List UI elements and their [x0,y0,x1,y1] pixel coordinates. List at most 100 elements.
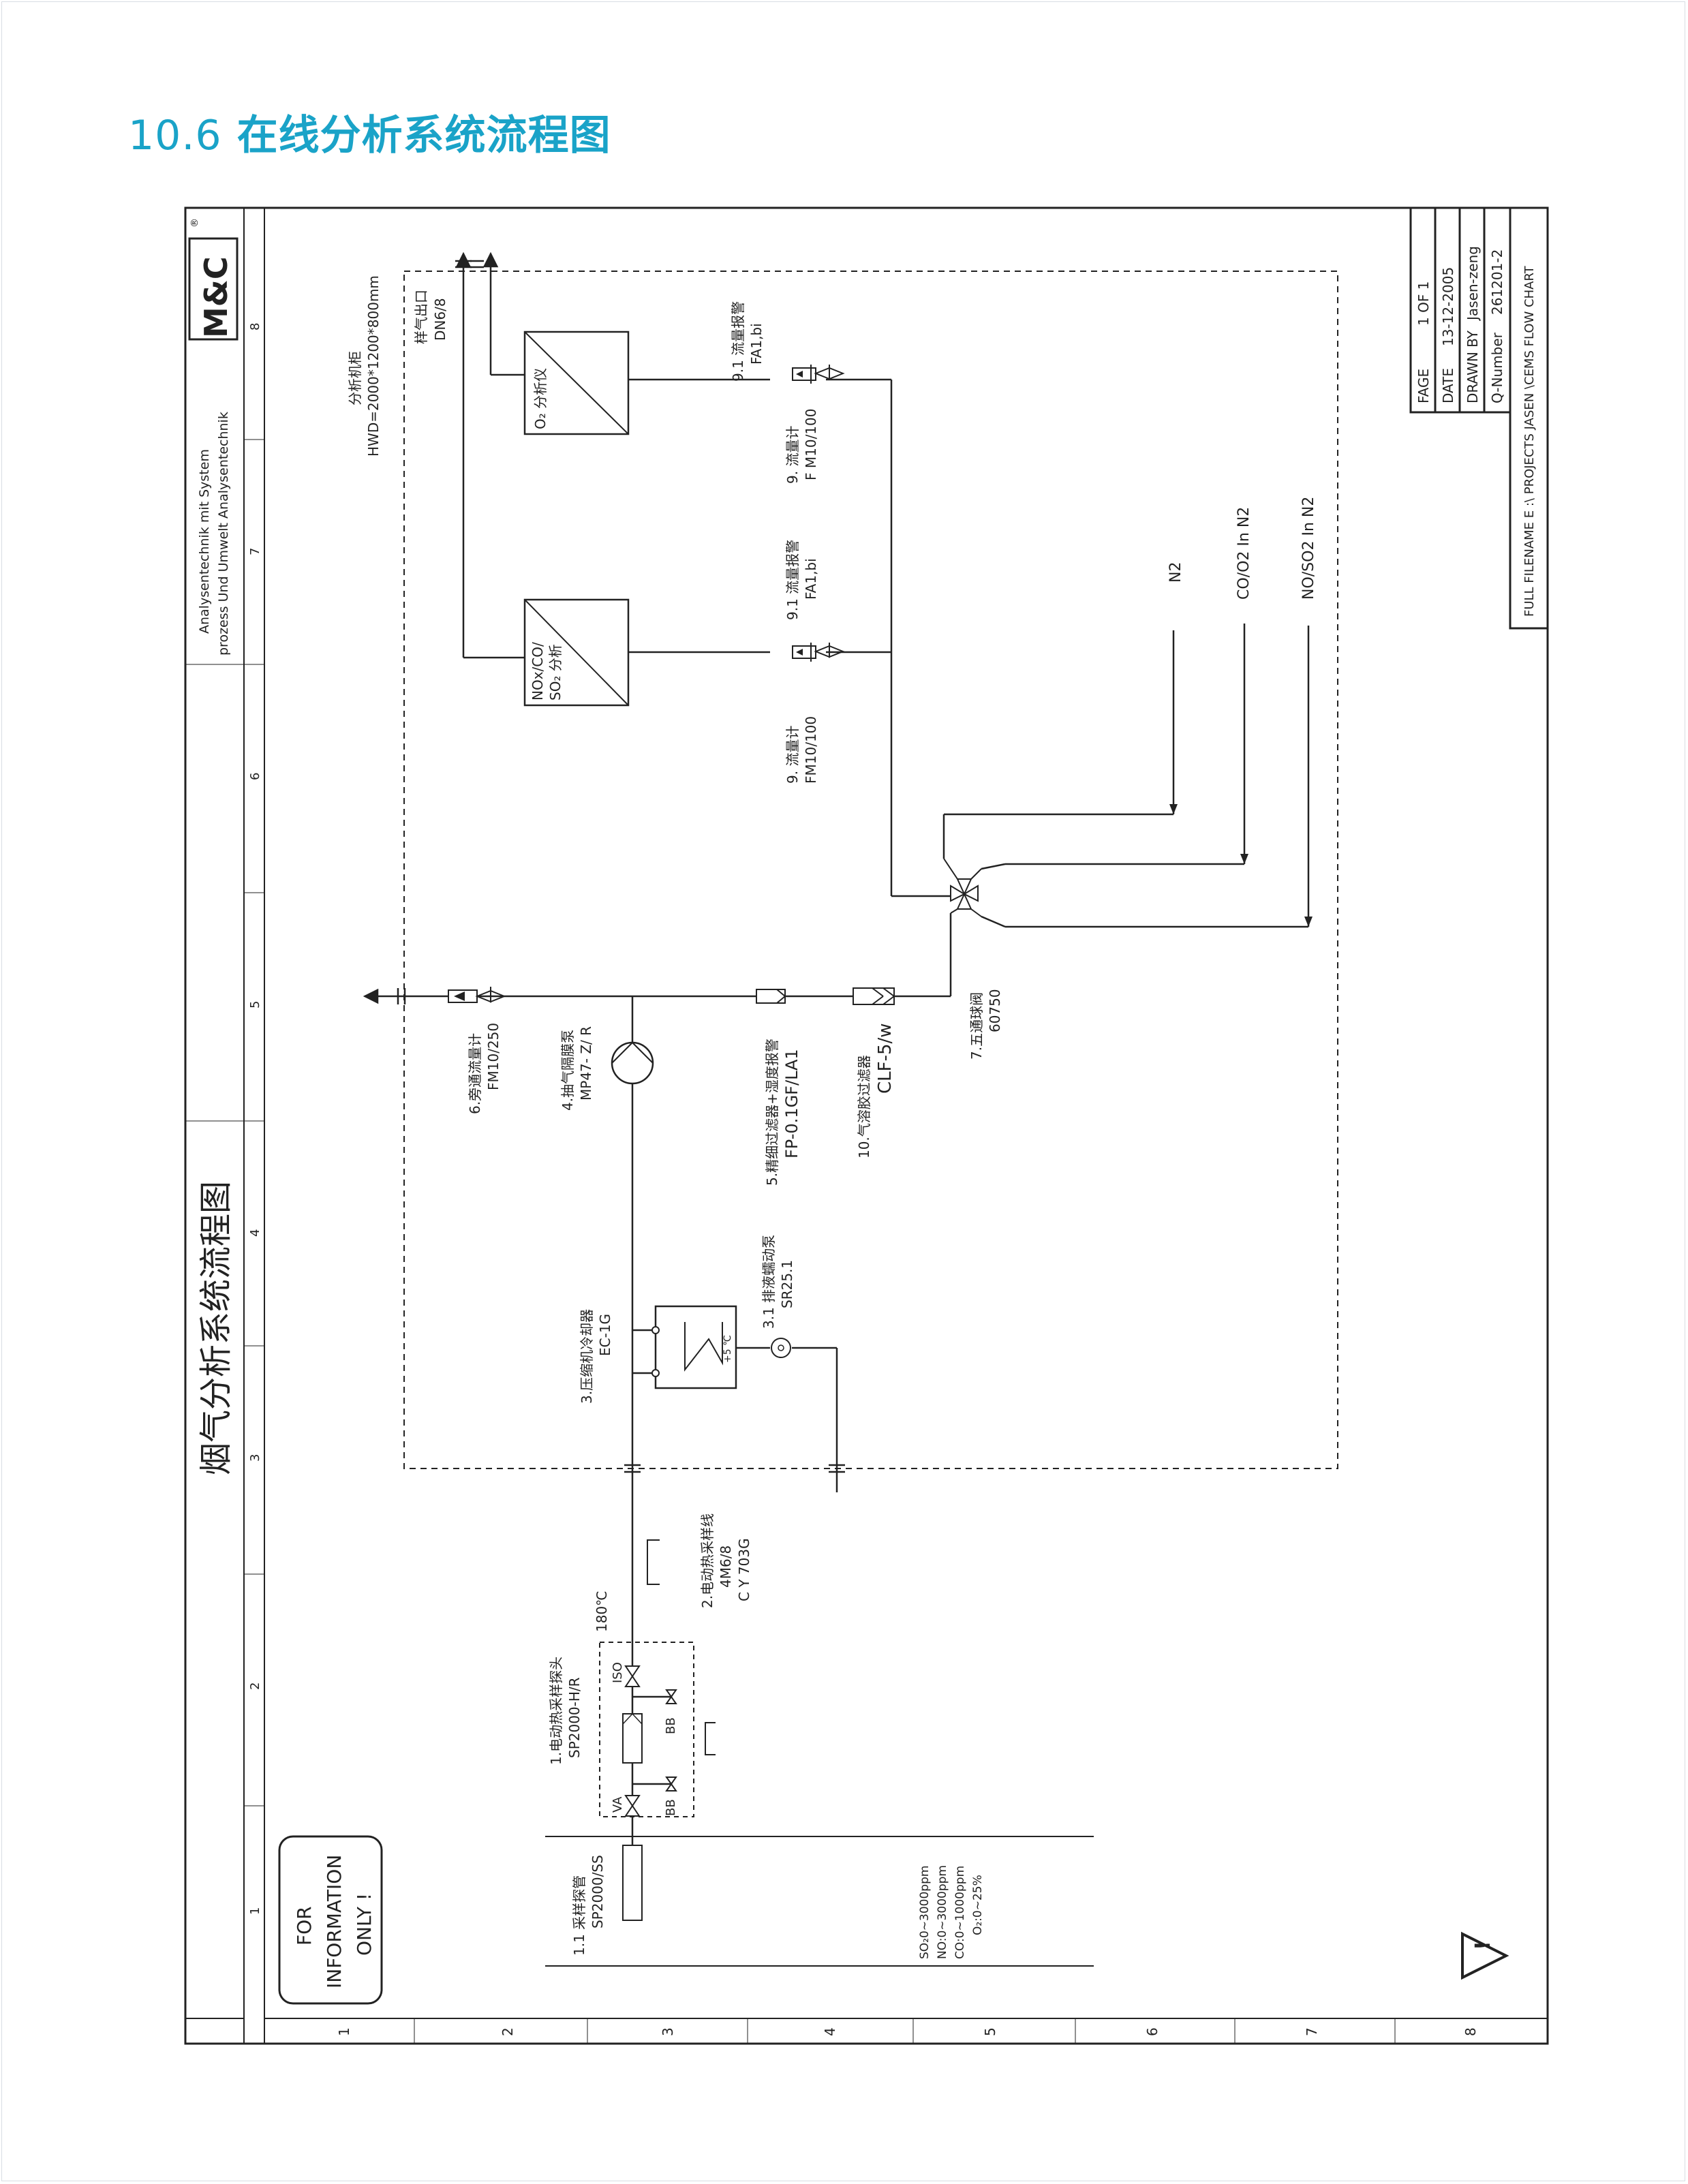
grid-number: 8 [1462,2027,1479,2036]
flow-alarm-b: 9.1 流量报警 FA1,bi 9. 流量计 FM10/100 [784,540,845,784]
info-stamp-line2: INFORMATION [323,1855,346,1988]
svg-text:!: ! [1471,1941,1495,1950]
o2-analyzer: O₂ 分析仪 [523,330,630,435]
info-stamp: FOR INFORMATION ONLY ! [278,1835,383,2005]
aerosol-filter: 10.气溶胶过滤器 CLF-5/w [853,987,895,1158]
piping [363,251,1310,1813]
company-line1: Analysentechnik mit System [197,449,212,634]
flow-meter-a-name: 9. 流量计 [784,426,801,484]
grid-number: 5 [982,2027,998,2036]
top-grid-numbers: 1 2 3 4 5 6 7 8 [248,323,262,1915]
probe-tube-name: 1.1 采样探管 [571,1875,587,1956]
valve-bb2-label: BB [664,1799,678,1816]
probe-tube-model: SP2000/SS [589,1855,606,1928]
nox-analyzer-label-2: SO₂ 分析 [547,644,564,701]
drawn-label: DRAWN BY [1464,330,1481,403]
date-label: DATE [1440,368,1456,403]
range-so2: SO₂0~3000ppm [918,1866,932,1959]
company-line2: prozess Und Umwelt Analysentechnik [216,412,231,656]
flow-alarm-b-model: FA1,bi [803,558,819,600]
heated-line-name: 2.电动热采样线 [699,1513,716,1608]
heading-number: 10.6 [128,112,222,159]
drawn-value: Jasen-zeng [1464,246,1481,322]
pump-model: MP47- Z/ R [578,1026,594,1101]
grid-number: 3 [248,1454,262,1462]
company-logo: M&C [198,256,234,338]
drawing-title: 烟气分析系统流程图 [197,1181,235,1475]
heading-text: 在线分析系统流程图 [236,112,611,159]
cooler-temp: +5 ℃ [722,1335,733,1363]
bypass-flowmeter-name: 6.旁通流量计 [467,1033,483,1114]
range-no: NO:0~3000ppm [936,1865,949,1959]
grid-number: 4 [248,1229,262,1237]
grid-number: 3 [660,2027,676,2036]
flow-alarm-a-model: FA1,bi [748,323,765,365]
qnumber-label: Q-Number [1489,332,1505,403]
gas-outlet-name: 样气出口 [413,290,429,344]
compressor-cooler: +5 ℃ 3.压缩机冷却器 EC-1G [579,1305,737,1404]
heated-line-model1: 4M6/8 [718,1545,734,1588]
calibration-gases: N2 CO/O2 In N2 NO/SO2 In N2 [1167,497,1317,600]
title-table [1409,206,1549,630]
date-value: 13-12-2005 [1440,267,1456,346]
heated-line-model2: C Y 703G [736,1538,752,1601]
sampling-probe: 1.1 采样探管 SP2000/SS [545,1817,1094,1967]
analysis-cabinet-frame [403,271,1338,1469]
valve-va-label: VA [611,1796,625,1813]
heated-line: 2.电动热采样线 4M6/8 C Y 703G 180℃ [594,1513,752,1632]
gas-outlet-spec: DN6/8 [432,298,448,341]
grid-number: 6 [1144,2027,1161,2036]
side-grid-numbers: 1 2 3 4 5 6 7 8 [336,2027,1479,2036]
title-table-text: FAGE 1 OF 1 DATE 13-12-2005 DRAWN BY Jas… [1415,246,1537,617]
flow-alarm-a-name: 9.1 流量报警 [730,301,746,382]
grid-number: 1 [336,2027,352,2036]
grid-number: 4 [822,2027,838,2036]
line-temperature: 180℃ [594,1590,610,1632]
drain-pump-model: SR25.1 [779,1260,795,1308]
nox-analyzer: NOx/CO/ SO₂ 分析 [523,598,630,707]
info-stamp-line1: FOR [293,1906,316,1945]
registered-mark: ® [189,218,200,228]
grid-number: 5 [248,1001,262,1009]
grid-number: 7 [248,548,262,555]
grid-number: 8 [248,323,262,330]
cal-gas-arrows [1169,804,1313,927]
drain-pump: 3.1 排液蠕动泵 SR25.1 [761,1235,795,1358]
diaphragm-pump: 4.抽气隔膜泵 MP47- Z/ R [559,1026,654,1111]
bypass-flowmeter-model: FM10/250 [485,1023,502,1090]
grid-number: 6 [248,773,262,780]
drain-pump-name: 3.1 排液蠕动泵 [761,1235,777,1329]
info-stamp-line3: ONLY ! [353,1893,375,1956]
pump-name: 4.抽气隔膜泵 [559,1030,576,1111]
grid-number: 2 [248,1682,262,1690]
company-block: M&C ® Analysentechnik mit System prozess… [188,218,239,1475]
aerosol-filter-model: CLF-5/w [875,1023,895,1094]
measuring-ranges: SO₂0~3000ppm NO:0~3000ppm CO:0~1000ppm O… [918,1865,985,1959]
drawing-frame [184,206,1549,2045]
valve-iso-label: ISO [611,1662,625,1683]
aerosol-filter-name: 10.气溶胶过滤器 [856,1055,872,1158]
cooler-model: EC-1G [597,1314,613,1356]
grid-number: 2 [500,2027,516,2036]
five-way-valve-name: 7.五通球阀 [968,992,985,1060]
bypass-flowmeter: 6.旁通流量计 FM10/250 [448,987,506,1114]
page-label: FAGE [1415,369,1432,403]
cooler-name: 3.压缩机冷却器 [579,1309,595,1404]
cabinet-name: 分析机柜 [347,351,363,405]
flow-alarm-a: 9.1 流量报警 FA1,bi 9. 流量计 F M10/100 [730,301,845,484]
flow-meter-a-model: F M10/100 [803,409,819,480]
valve-bb1-label: BB [664,1717,678,1734]
page-heading: 10.6 在线分析系统流程图 [128,102,611,162]
grid-number: 7 [1304,2027,1320,2036]
full-filename: FULL FILENAME E :\ PROJECTS JASEN \CEMS … [1522,265,1537,617]
flow-meter-b-name: 9. 流量计 [784,726,801,784]
five-way-valve [943,858,982,917]
cabinet-size: HWD=2000*1200*800mm [365,275,382,457]
five-way-valve-model: 60750 [987,989,1003,1032]
probe-head-model: SP2000-H/R [566,1677,583,1758]
o2-analyzer-label: O₂ 分析仪 [532,368,549,429]
page-value: 1 OF 1 [1415,281,1432,326]
